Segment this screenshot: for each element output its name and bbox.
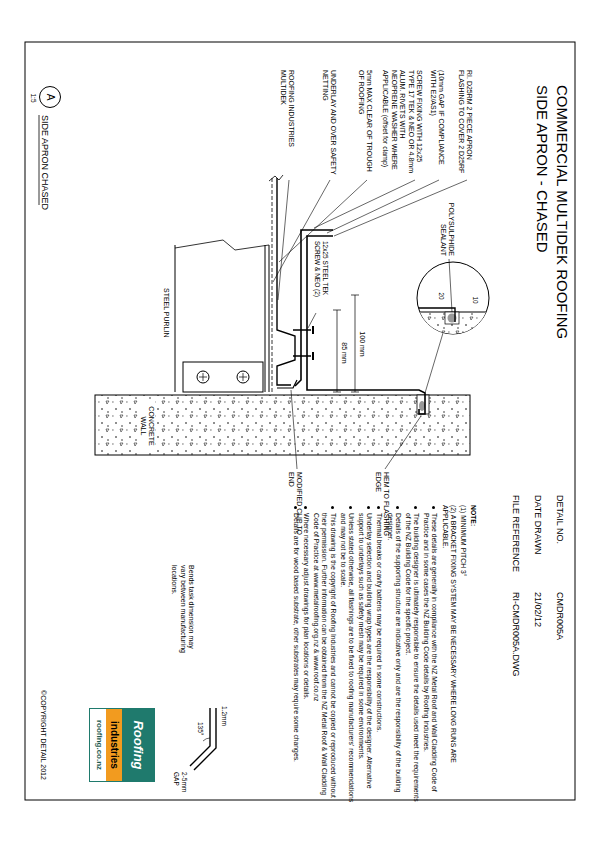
bend-profile	[190, 708, 216, 770]
callout-text: (10mm GAP IF COMPLIANCE WITH E2/AS1)	[428, 70, 445, 178]
part-label: CONCRETE WALL	[138, 399, 155, 453]
note-text: (2) A BRACKET FIXING SYSTEM MAY BE NECES…	[440, 505, 456, 795]
break-line	[175, 240, 269, 250]
sealant-bead	[419, 401, 425, 411]
leader-line	[327, 180, 439, 233]
note-text: NOTE:	[469, 505, 477, 795]
callout-text: POLYSULPHIDE SEALANT	[438, 200, 455, 256]
leader-line	[385, 416, 421, 469]
marker-letter: A	[40, 87, 60, 107]
underlay	[272, 178, 273, 392]
lower-apron-flashing	[295, 230, 333, 386]
title-underline	[39, 115, 40, 205]
dimension-text: 85 mm	[340, 331, 348, 375]
dimension-text: 135°	[196, 722, 204, 735]
logo-text: roofing.co.nz	[93, 709, 107, 781]
section-marker: A1:5	[39, 86, 61, 108]
field-value: 21/02/12	[532, 592, 543, 627]
screw-head	[312, 326, 314, 360]
note-bullet: Details of the supporting structure are …	[385, 505, 401, 803]
dimension-text: 10	[471, 292, 479, 308]
field-name: DATE DRAWN	[532, 495, 543, 555]
note-bullet: Unless stated otherwise, all flashings a…	[339, 505, 355, 803]
view-title: SIDE APRON CHASED	[39, 115, 50, 210]
detail-view	[405, 308, 495, 342]
purlin-cleat	[183, 362, 263, 392]
leader-line	[425, 333, 443, 393]
leader-line	[278, 180, 289, 300]
scale-text: 1:5	[29, 87, 37, 109]
leader-line	[449, 259, 452, 312]
angle-arc	[203, 738, 210, 741]
dimension-text: 20	[437, 288, 445, 304]
field-value: CMDR005A	[554, 592, 565, 640]
note-bullet: Where necessary adjust drawings for plan…	[302, 505, 310, 803]
bolt-cross	[199, 373, 247, 381]
concrete-wall	[95, 395, 470, 455]
logo-text: Roofing	[122, 709, 154, 781]
callout-text: MODIFIED CLIP TO END	[286, 472, 303, 544]
note-bullet: The building designer is ultimately resp…	[404, 505, 420, 803]
logo-text: industries	[106, 709, 122, 781]
leader-line	[273, 180, 330, 282]
note-bullet: Underlay selection and building wrap typ…	[357, 505, 373, 803]
drawing-title: COMMERCIAL MULTIDEK ROOFING	[553, 85, 571, 339]
leader-line	[308, 313, 316, 328]
tek-screw	[293, 330, 311, 356]
flashing-edge	[410, 308, 455, 322]
steel-purlin	[175, 245, 269, 392]
callout-text: UNDERLAY AND OVER SAFETY NETTING	[320, 70, 337, 178]
note-text: Bends task dimension may vary between ma…	[170, 565, 195, 657]
wall-chase	[445, 312, 459, 324]
leader-line	[291, 390, 297, 469]
notes-column: NOTE:(1) MINIMUM PITCH 3°(2) A BRACKET F…	[290, 505, 477, 795]
company-logo: Roofingindustriesroofing.co.nz	[89, 708, 155, 782]
break-line	[269, 175, 283, 181]
field-name: DETAIL NO.	[554, 495, 565, 544]
note-bullet: This drawing is the copyright of Roofing…	[312, 505, 336, 803]
dimension-text: 2-5mm GAP	[172, 772, 188, 798]
callout-text: SCREW FIXING WITH 12x25 TYPE 17 TEK & NE…	[381, 70, 423, 178]
field-value: RI-CMDR005A.DWG	[510, 592, 521, 677]
field-name: FILE REFERENCE	[510, 495, 521, 572]
callout-text: 5mm MAX CLEAR OF TROUGH OF ROOFING	[356, 70, 373, 178]
leader-line	[314, 180, 415, 228]
drawing-subtitle: SIDE APRON - CHASED	[533, 85, 551, 253]
note-bullet: Details are for wood based substrate, ot…	[292, 505, 300, 803]
callout-text: RI. D25RM 2 PIECE APRON FLASHING TO COVE…	[456, 70, 473, 178]
dimension-text: 100 mm	[358, 322, 366, 366]
upper-apron-flashing	[307, 236, 425, 414]
modified-clip	[277, 380, 297, 388]
leader-lines	[273, 180, 467, 469]
copyright-text: ©COPYRIGHT DETAIL 2012	[39, 690, 47, 780]
note-bullet: Thermal breaks or cavity battens may be …	[375, 505, 383, 803]
note-bullet: These details are generally in complianc…	[422, 505, 438, 803]
leader-line	[334, 180, 467, 236]
dimension-line	[333, 295, 359, 392]
part-label: STEEL PURLIN	[162, 288, 170, 352]
concrete-wall	[405, 312, 495, 342]
multidek-sheet	[277, 178, 295, 385]
callout-text: ROOFING INDUSTRIES MULTIDEK	[278, 70, 295, 178]
callout-text: HEM TO FLASHING EDGE	[373, 472, 390, 544]
callout-text: 12x25 STEEL TEK SCREW & NEO (2)	[313, 241, 329, 311]
dimension-text: 1.2mm	[220, 706, 228, 726]
note-text: (1) MINIMUM PITCH 3°	[459, 505, 467, 795]
